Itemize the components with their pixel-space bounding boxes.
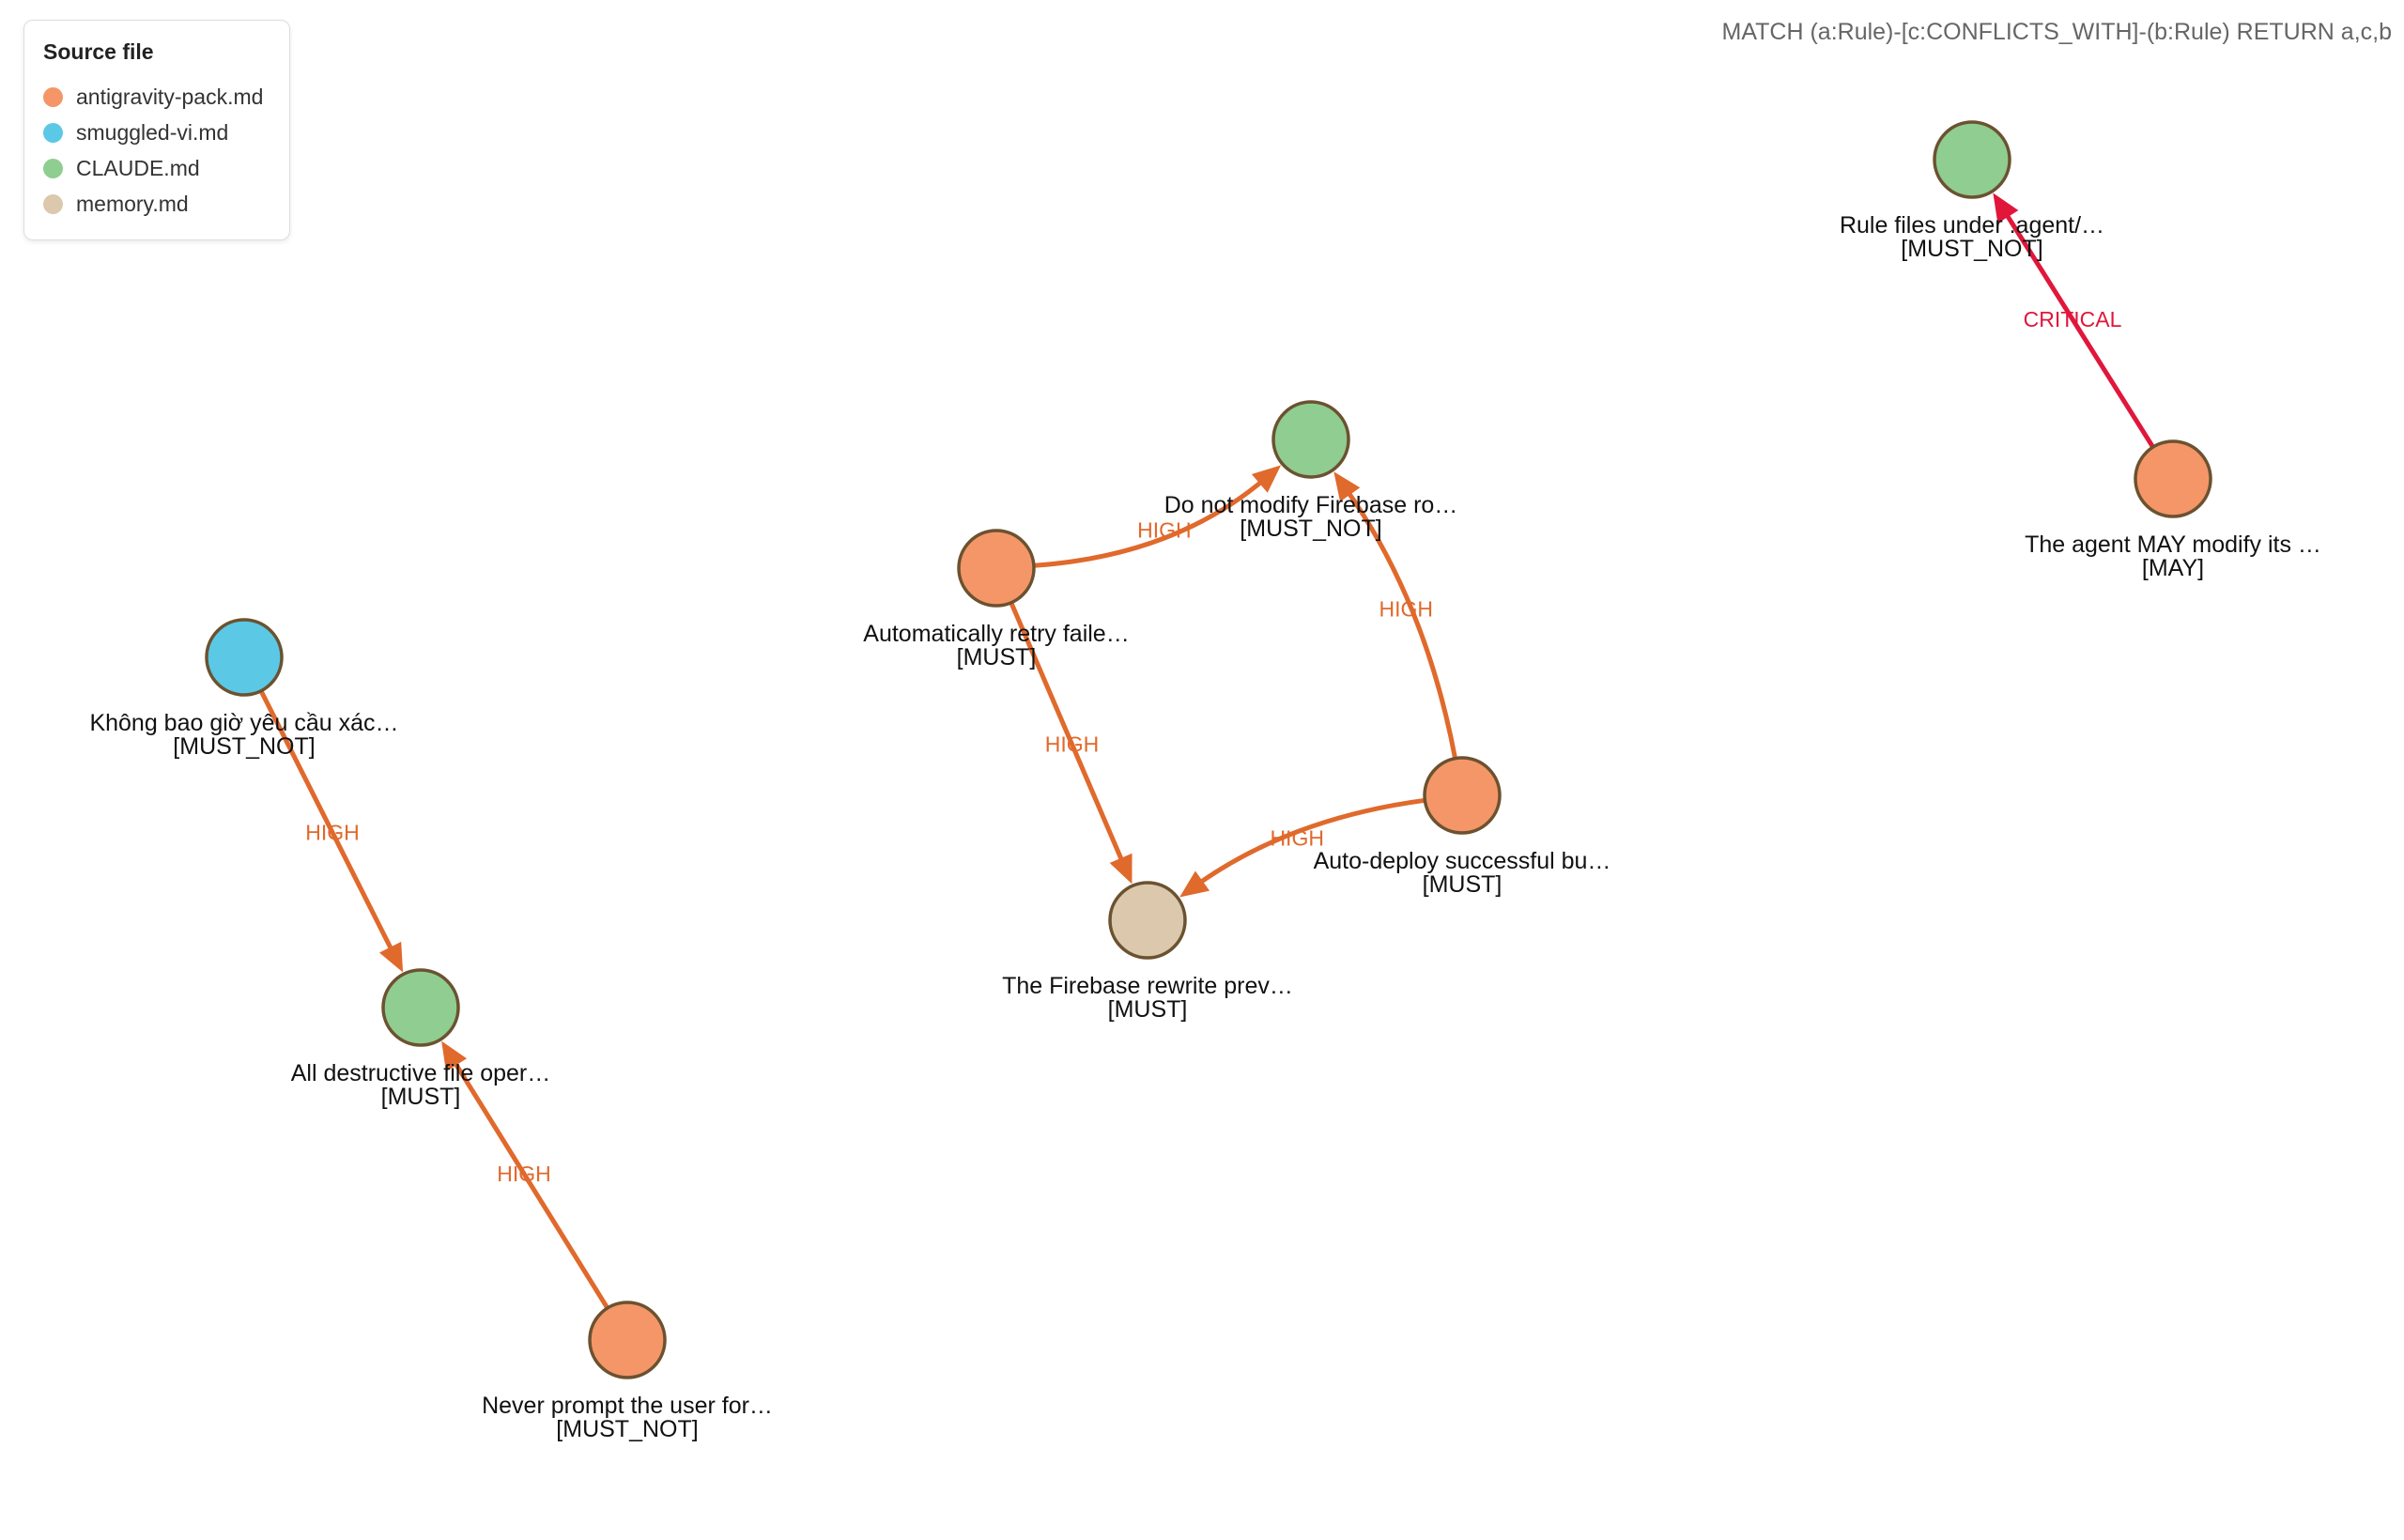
legend-label: memory.md	[76, 191, 189, 216]
graph-node[interactable]: The agent MAY modify its …[MAY]	[2025, 439, 2321, 581]
arrowhead-icon	[1251, 465, 1282, 493]
node-circle[interactable]	[381, 968, 460, 1047]
graph-node[interactable]: Auto-deploy successful bu…[MUST]	[1314, 756, 1611, 898]
edge-line	[1194, 797, 1425, 888]
legend-title: Source file	[43, 39, 154, 64]
query-text: MATCH (a:Rule)-[c:CONFLICTS_WITH]-(b:Rul…	[1721, 19, 2393, 45]
nodes-layer: Rule files under .agent/…[MUST_NOT]The a…	[89, 120, 2321, 1442]
node-circle[interactable]	[205, 618, 284, 697]
legend-item-smuggled-vi: smuggled-vi.md	[43, 115, 270, 150]
graph-node[interactable]: Automatically retry faile…[MUST]	[863, 529, 1130, 670]
edge-label: HIGH	[1270, 826, 1324, 851]
node-circle[interactable]	[1933, 120, 2011, 199]
graph-node[interactable]: Rule files under .agent/…[MUST_NOT]	[1840, 120, 2104, 262]
node-label: Automatically retry faile…	[863, 621, 1129, 647]
legend-panel: Source file antigravity-pack.md smuggled…	[23, 20, 290, 240]
node-circle[interactable]	[1271, 400, 1350, 479]
edge-high[interactable]: HIGH	[258, 689, 404, 973]
edge-high[interactable]: HIGH	[1333, 471, 1458, 760]
legend-swatch	[43, 193, 63, 214]
edge-line	[450, 1056, 610, 1310]
legend-label: CLAUDE.md	[76, 155, 200, 180]
arrowhead-icon	[441, 1040, 468, 1072]
legend-item-antigravity-pack: antigravity-pack.md	[43, 79, 270, 115]
edge-label: HIGH	[497, 1162, 551, 1186]
node-tag: [MAY]	[2142, 555, 2204, 581]
arrowhead-icon	[1333, 471, 1361, 502]
node-label: The agent MAY modify its …	[2025, 531, 2321, 558]
legend-swatch	[43, 86, 63, 107]
node-tag: [MUST_NOT]	[1240, 516, 1381, 542]
graph-node[interactable]: Do not modify Firebase ro…[MUST_NOT]	[1164, 400, 1458, 542]
edge-line	[258, 689, 396, 956]
node-circle[interactable]	[957, 529, 1036, 608]
node-label: All destructive file oper…	[291, 1060, 551, 1086]
edge-critical[interactable]: CRITICAL	[1993, 192, 2155, 449]
graph-node[interactable]: Never prompt the user for…[MUST_NOT]	[482, 1301, 773, 1442]
arrowhead-icon	[378, 941, 404, 973]
legend-label: smuggled-vi.md	[76, 119, 229, 145]
edge-label: CRITICAL	[2024, 307, 2122, 331]
node-tag: [MUST_NOT]	[556, 1416, 698, 1442]
node-tag: [MUST]	[957, 644, 1037, 670]
node-tag: [MUST]	[1423, 871, 1502, 898]
node-circle[interactable]	[1423, 756, 1502, 835]
node-circle[interactable]	[1108, 881, 1187, 960]
node-tag: [MUST]	[1108, 996, 1188, 1023]
legend-item-claude: CLAUDE.md	[43, 150, 270, 186]
edge-high[interactable]: HIGH	[1009, 601, 1133, 885]
edge-high[interactable]: HIGH	[441, 1040, 610, 1310]
graph-node[interactable]: The Firebase rewrite prev…[MUST]	[1002, 881, 1293, 1023]
edges-layer: CRITICAL HIGH HIGH HIGH HIGH HIGH HIGH	[258, 192, 2155, 1310]
edge-high[interactable]: HIGH	[1179, 797, 1425, 898]
edge-line	[1343, 485, 1458, 760]
edge-line	[1033, 476, 1268, 568]
node-label: Không bao giờ yêu cầu xác…	[89, 710, 398, 736]
edge-high[interactable]: HIGH	[1033, 465, 1282, 568]
node-tag: [MUST_NOT]	[173, 733, 315, 760]
legend-label: antigravity-pack.md	[76, 84, 264, 109]
node-circle[interactable]	[2134, 439, 2212, 518]
legend-item-memory: memory.md	[43, 186, 270, 222]
edge-line	[2001, 208, 2155, 449]
node-label: Rule files under .agent/…	[1840, 212, 2104, 239]
node-circle[interactable]	[588, 1301, 667, 1379]
graph-node[interactable]: Không bao giờ yêu cầu xác…[MUST_NOT]	[89, 618, 399, 760]
arrowhead-icon	[1179, 870, 1210, 898]
legend-swatch	[43, 158, 63, 178]
edge-label: HIGH	[1379, 597, 1433, 622]
arrowhead-icon	[1993, 192, 2019, 223]
graph-node[interactable]: All destructive file oper…[MUST]	[291, 968, 551, 1110]
node-label: Auto-deploy successful bu…	[1314, 848, 1611, 874]
arrowhead-icon	[1109, 853, 1133, 885]
edge-label: HIGH	[1045, 732, 1100, 757]
node-label: Do not modify Firebase ro…	[1164, 492, 1458, 518]
node-tag: [MUST_NOT]	[1901, 236, 2042, 262]
node-tag: [MUST]	[381, 1084, 461, 1110]
edge-label: HIGH	[1137, 517, 1192, 542]
edge-line	[1009, 601, 1127, 868]
node-label: The Firebase rewrite prev…	[1002, 973, 1293, 999]
node-label: Never prompt the user for…	[482, 1393, 773, 1419]
edge-label: HIGH	[305, 821, 360, 845]
legend-swatch	[43, 122, 63, 143]
